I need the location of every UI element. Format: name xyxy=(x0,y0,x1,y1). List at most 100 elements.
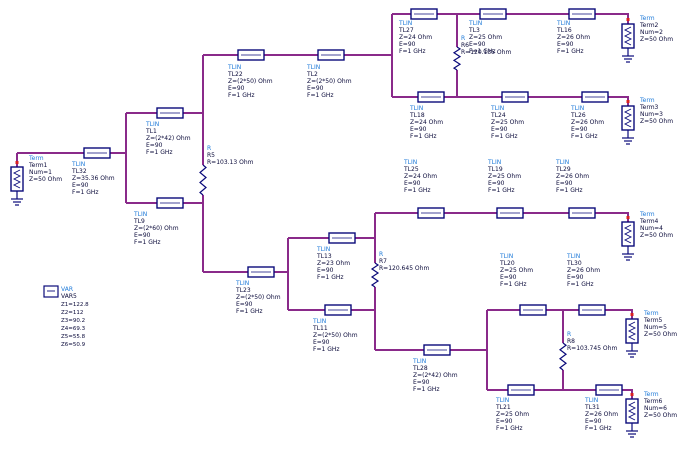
terminal-id-label: Term6 xyxy=(643,398,663,405)
tline-length-label: E=90 xyxy=(410,126,427,133)
var-block[interactable]: VARVAR5Z1=122.8Z2=112Z3=90.2Z4=69.3Z5=55… xyxy=(43,285,89,348)
tline-impedance-label: Z=25 Ohm xyxy=(500,267,533,274)
ground-icon xyxy=(626,350,638,358)
tline-type-label: TLIN xyxy=(555,159,569,166)
tline-id-label: TL1 xyxy=(145,128,157,135)
terminal-impedance-label: Z=50 Ohm xyxy=(29,176,62,183)
tline-id-label: TL30 xyxy=(566,260,582,267)
terminal-id-label: Term5 xyxy=(643,317,663,324)
terminal-id-label: Term4 xyxy=(639,218,659,225)
ground-icon xyxy=(11,198,23,206)
tline-type-label: TLIN xyxy=(145,121,159,128)
terminal-impedance-label: Z=50 Ohm xyxy=(644,412,677,419)
terminal-resistor-glyph xyxy=(627,401,637,421)
wire-segment xyxy=(608,96,629,106)
tline-impedance-label: Z=23 Ohm xyxy=(317,260,350,267)
wire-segment xyxy=(595,212,629,222)
tline-frequency-label: F=1 GHz xyxy=(146,149,173,156)
resistor-zigzag xyxy=(370,262,380,288)
tline-impedance-label: Z=25 Ohm xyxy=(491,119,524,126)
tline-impedance-label: Z=26 Ohm xyxy=(557,34,590,41)
terminal-resistor-glyph xyxy=(627,321,637,341)
resistor-zigzag xyxy=(452,46,462,71)
tline-impedance-label: Z=24 Ohm xyxy=(399,34,432,41)
tline-frequency-label: F=1 GHz xyxy=(410,133,437,140)
tline-type-label: TLIN xyxy=(316,246,330,253)
var-icon xyxy=(43,285,59,298)
tline-id-label: TL31 xyxy=(584,404,600,411)
terminal-pin-marker xyxy=(626,18,630,21)
terminal-resistor-glyph xyxy=(623,224,633,244)
tline-type-label: TLIN xyxy=(412,358,426,365)
tline-length-label: E=90 xyxy=(134,232,151,239)
tline-frequency-label: F=1 GHz xyxy=(134,239,161,246)
terminal-pin-marker xyxy=(630,313,634,316)
tline-frequency-label: F=1 GHz xyxy=(491,133,518,140)
tline-impedance-label: Z=(2*50) Ohm xyxy=(313,332,358,339)
tline-length-label: E=90 xyxy=(399,41,416,48)
terminal-pin-marker xyxy=(626,216,630,219)
terminal-type-label: Term xyxy=(639,211,655,218)
tline-type-label: TLIN xyxy=(499,253,513,260)
tline-id-label: TL32 xyxy=(71,168,87,175)
tline-type-label: TLIN xyxy=(566,253,580,260)
tline-id-label: TL20 xyxy=(499,260,515,267)
resistor-id-label: R8 xyxy=(567,338,575,345)
terminal-num-label: Num=6 xyxy=(644,405,667,412)
tline-id-label: TL27 xyxy=(398,27,414,34)
tline-type-label: TLIN xyxy=(487,159,501,166)
tline-length-label: E=90 xyxy=(469,41,486,48)
tline-frequency-label: F=1 GHz xyxy=(557,48,584,55)
tline-id-label: TL11 xyxy=(312,325,328,332)
tline-impedance-label: Z=(2*50) Ohm xyxy=(236,294,281,301)
tline-type-label: TLIN xyxy=(570,105,584,112)
terminal-body xyxy=(621,23,635,49)
tline-id-label: TL3 xyxy=(468,27,480,34)
resistor-value-label: R=103.13 Ohm xyxy=(207,159,254,166)
tline-impedance-label: Z=(2*50) Ohm xyxy=(307,78,352,85)
terminal-id-label: Term1 xyxy=(28,162,48,169)
tline-impedance-label: Z=(2*42) Ohm xyxy=(146,135,191,142)
resistor-value-label: R=103.745 Ohm xyxy=(567,345,617,352)
wire-segment xyxy=(595,13,629,24)
resistor-zigzag xyxy=(559,342,567,371)
var-expression: Z4=69.3 xyxy=(61,326,86,332)
var-expression: Z2=112 xyxy=(61,310,83,316)
tline-frequency-label: F=1 GHz xyxy=(228,92,255,99)
terminal-num-label: Num=3 xyxy=(640,111,663,118)
tline-id-label: TL24 xyxy=(490,112,506,119)
